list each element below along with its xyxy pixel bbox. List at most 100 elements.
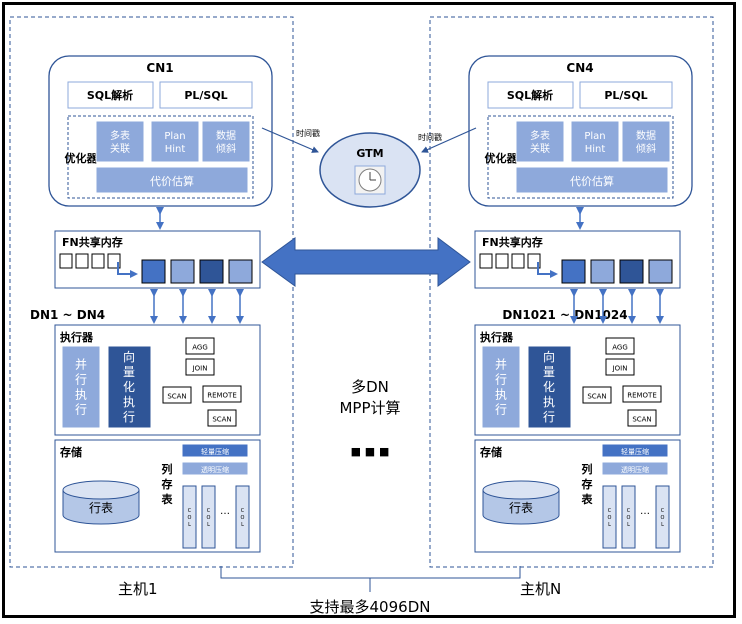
- operator-label-right: AGG: [612, 344, 628, 352]
- optimizer-label-left: 优化器: [65, 151, 99, 165]
- data-skew-box-left: [201, 120, 251, 163]
- operator-label-left: SCAN: [212, 416, 231, 424]
- operator-label-right: REMOTE: [627, 392, 657, 400]
- fn-buffer-slot-left: [59, 253, 73, 269]
- multi-join-box-right: [515, 120, 565, 163]
- vector-box-right: [527, 345, 572, 429]
- row-table-cylinder-left: [62, 490, 140, 525]
- operator-label-left: JOIN: [192, 365, 208, 373]
- col-table-label-left: 列存表: [161, 462, 174, 506]
- col-segment-right: [655, 485, 670, 549]
- fn-queue-block-left: [228, 259, 253, 284]
- vector-box-left: [107, 345, 152, 429]
- interconnect-arrow: [261, 237, 471, 287]
- fn-queue-block-right: [648, 259, 673, 284]
- multi-join-box-left: [95, 120, 145, 163]
- host-box-right: [429, 16, 714, 568]
- multi-join-label-left: 多表关联: [110, 129, 130, 155]
- plsql-label-right: PL/SQL: [604, 89, 647, 102]
- col-segment-left: [182, 485, 197, 549]
- operator-label-left: REMOTE: [207, 392, 237, 400]
- host-left-label: 主机1: [118, 580, 158, 598]
- optimizer-label-right: 优化器: [485, 151, 519, 165]
- row-table-cylinder-right: [482, 490, 560, 525]
- operator-box-right: [622, 385, 662, 403]
- operator-label-right: SCAN: [587, 393, 606, 401]
- col-table-label-right: 列存表: [581, 462, 594, 506]
- light-compress-box-left: [181, 443, 249, 458]
- dn-range-left: DN1 ~ DN4: [30, 308, 105, 322]
- executor-label-left: 执行器: [60, 330, 94, 344]
- more-dn-dots: ■ ■ ■: [351, 445, 390, 458]
- footer-label: 支持最多4096DN: [310, 598, 431, 616]
- storage-box-right: [474, 439, 681, 553]
- operator-box-right: [627, 409, 657, 427]
- host-right-label: 主机N: [520, 580, 561, 598]
- fn-queue-block-left: [141, 259, 166, 284]
- fn-buffer-slot-left: [91, 253, 105, 269]
- cn-title-right: CN4: [566, 61, 593, 75]
- plan-hint-box-right: [570, 120, 620, 163]
- col-ellipsis-left: …: [220, 506, 230, 517]
- row-table-cylinder-top-left: [62, 480, 140, 500]
- cost-est-box-left: [95, 166, 249, 194]
- operator-box-right: [605, 358, 635, 376]
- operator-label-left: SCAN: [167, 393, 186, 401]
- timestamp-label-right: 时间戳: [418, 132, 442, 142]
- fn-queue-block-left: [199, 259, 224, 284]
- vector-label-right: 向量化执行: [543, 349, 555, 424]
- row-table-label-left: 行表: [89, 501, 113, 515]
- data-skew-box-right: [621, 120, 671, 163]
- dn-range-right: DN1021 ~ DN1024: [502, 308, 627, 322]
- light-compress-label-right: 轻量压缩: [621, 447, 649, 456]
- plsql-label-left: PL/SQL: [184, 89, 227, 102]
- light-compress-box-right: [601, 443, 669, 458]
- transparent-compress-label-left: 透明压缩: [201, 465, 229, 474]
- light-compress-label-left: 轻量压缩: [201, 447, 229, 456]
- multi-join-label-right: 多表关联: [530, 129, 550, 155]
- fn-buffer-slot-left: [75, 253, 89, 269]
- col-segment-right: [602, 485, 617, 549]
- fn-queue-block-left: [170, 259, 195, 284]
- transparent-compress-box-right: [601, 461, 669, 476]
- storage-label-left: 存储: [60, 445, 82, 459]
- fn-queue-block-right: [561, 259, 586, 284]
- cost-est-label-left: 代价估算: [150, 174, 194, 188]
- fn-title-left: FN共享内存: [62, 235, 123, 249]
- operator-label-left: AGG: [192, 344, 208, 352]
- operator-box-right: [582, 386, 612, 404]
- operator-box-left: [185, 358, 215, 376]
- storage-label-right: 存储: [480, 445, 502, 459]
- transparent-compress-label-right: 透明压缩: [621, 465, 649, 474]
- cost-est-label-right: 代价估算: [570, 174, 614, 188]
- row-table-label-right: 行表: [509, 501, 533, 515]
- cn-title-left: CN1: [146, 61, 173, 75]
- col-segment-left: [235, 485, 250, 549]
- operator-box-right: [605, 337, 635, 355]
- sql-parse-label-left: SQL解析: [87, 88, 133, 102]
- plsql-box-right: [579, 81, 673, 109]
- fn-buffer-slot-right: [511, 253, 525, 269]
- transparent-compress-box-left: [181, 461, 249, 476]
- parallel-label-right: 并行执行: [495, 358, 507, 417]
- fn-flow-arrow-left: [117, 262, 138, 278]
- mpp-line1: 多DN: [351, 378, 389, 396]
- host-box-left: [9, 16, 294, 568]
- fn-buffer-slot-right: [479, 253, 493, 269]
- col-segment-left: [201, 485, 216, 549]
- operator-box-left: [202, 385, 242, 403]
- operator-box-left: [207, 409, 237, 427]
- operator-box-left: [185, 337, 215, 355]
- vector-label-left: 向量化执行: [123, 349, 135, 424]
- fn-queue-block-right: [619, 259, 644, 284]
- timestamp-label-left: 时间戳: [296, 128, 320, 138]
- parallel-box-left: [61, 345, 101, 429]
- cost-est-box-right: [515, 166, 669, 194]
- parallel-label-left: 并行执行: [75, 358, 87, 417]
